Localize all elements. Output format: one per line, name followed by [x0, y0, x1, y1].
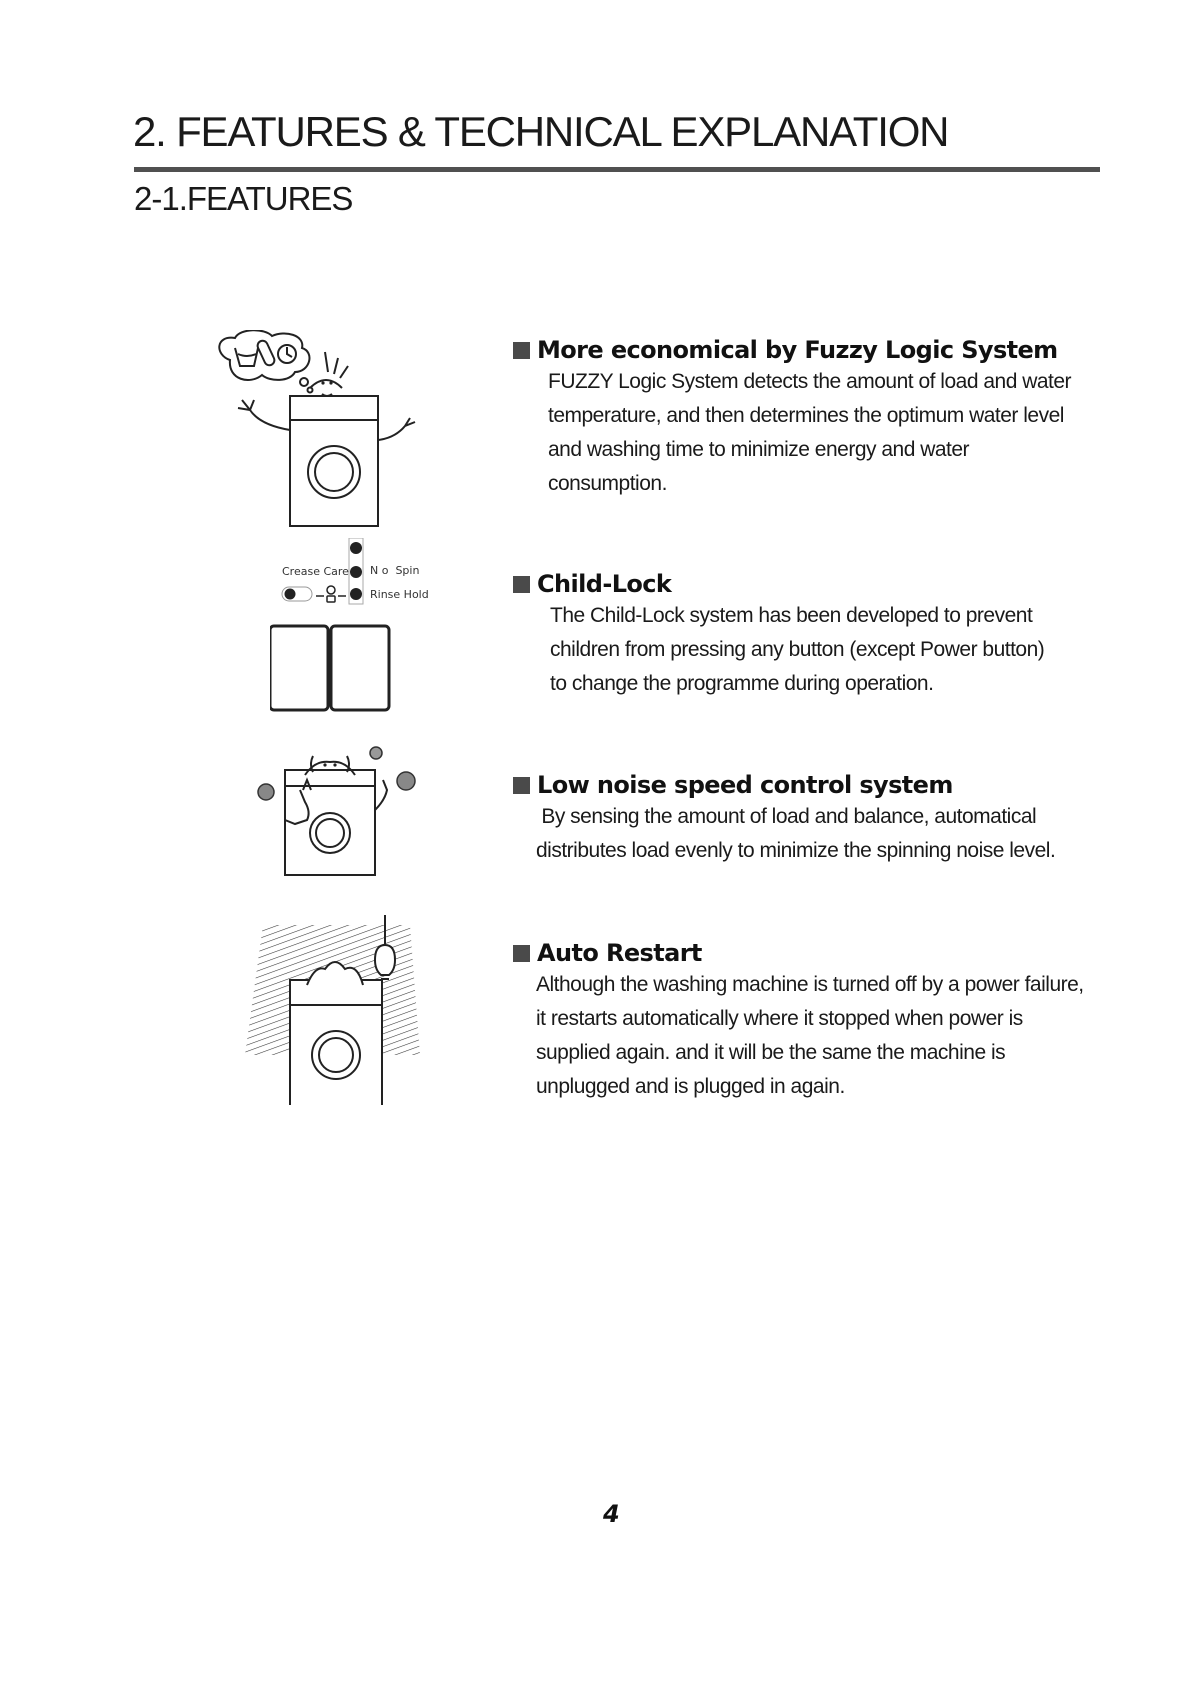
- feature-title: Auto Restart: [537, 939, 702, 967]
- rinse-hold-label: Rinse Hold: [370, 588, 429, 601]
- feature-line: FUZZY Logic System detects the amount of…: [548, 370, 1072, 393]
- feature-line: distributes load evenly to minimize the …: [536, 839, 1056, 862]
- feature-heading: More economical by Fuzzy Logic System: [513, 336, 1071, 364]
- feature-heading: Auto Restart: [513, 939, 1084, 967]
- page-number: 4: [603, 1500, 620, 1528]
- feature-line: unplugged and is plugged in again.: [536, 1075, 845, 1098]
- feature-fuzzy-logic: More economical by Fuzzy Logic System FU…: [513, 336, 1072, 501]
- square-bullet-icon: [513, 944, 530, 962]
- feature-auto-restart: Auto Restart Although the washing machin…: [513, 939, 1084, 1104]
- square-bullet-icon: [513, 341, 530, 359]
- feature-title: Child-Lock: [537, 570, 672, 598]
- page-title: 2. FEATURES & TECHNICAL EXPLANATION: [133, 108, 950, 155]
- feature-body: The Child-Lock system has been developed…: [550, 599, 1045, 701]
- feature-line: By sensing the amount of load and balanc…: [536, 805, 1037, 828]
- square-bullet-icon: [513, 575, 530, 593]
- quiet-washing-machine-icon: [257, 746, 416, 876]
- feature-line: temperature, and then determines the opt…: [548, 404, 1064, 427]
- feature-child-lock: Child-Lock The Child-Lock system has bee…: [513, 570, 1045, 701]
- feature-line: and washing time to minimize energy and …: [548, 438, 970, 461]
- feature-line: consumption.: [548, 472, 667, 495]
- feature-body: FUZZY Logic System detects the amount of…: [548, 365, 1072, 501]
- feature-title: Low noise speed control system: [537, 771, 953, 799]
- square-bullet-icon: [513, 776, 530, 794]
- feature-low-noise: Low noise speed control system By sensin…: [513, 771, 1056, 868]
- feature-heading: Low noise speed control system: [513, 771, 1055, 799]
- title-rule: [134, 167, 1100, 172]
- feature-body: By sensing the amount of load and balanc…: [536, 800, 1056, 868]
- feature-line: children from pressing any button (excep…: [550, 638, 1045, 661]
- feature-line: Although the washing machine is turned o…: [536, 973, 1084, 996]
- feature-title: More economical by Fuzzy Logic System: [537, 336, 1058, 364]
- no-spin-label: N o Spin: [370, 564, 420, 577]
- power-failure-washing-machine-icon: [245, 915, 420, 1105]
- feature-body: Although the washing machine is turned o…: [536, 968, 1084, 1104]
- section-subtitle: 2-1.FEATURES: [134, 180, 353, 217]
- thinking-washing-machine-icon: [218, 330, 416, 527]
- feature-heading: Child-Lock: [513, 570, 1044, 598]
- feature-line: supplied again. and it will be the same …: [536, 1041, 1006, 1064]
- feature-line: it restarts automatically where it stopp…: [536, 1007, 1023, 1030]
- control-panel-icon: Crease Care N o Spin Rinse Hold: [270, 538, 450, 718]
- feature-line: The Child-Lock system has been developed…: [550, 604, 1033, 627]
- feature-line: to change the programme during operation…: [550, 672, 934, 695]
- crease-care-label: Crease Care: [282, 565, 349, 578]
